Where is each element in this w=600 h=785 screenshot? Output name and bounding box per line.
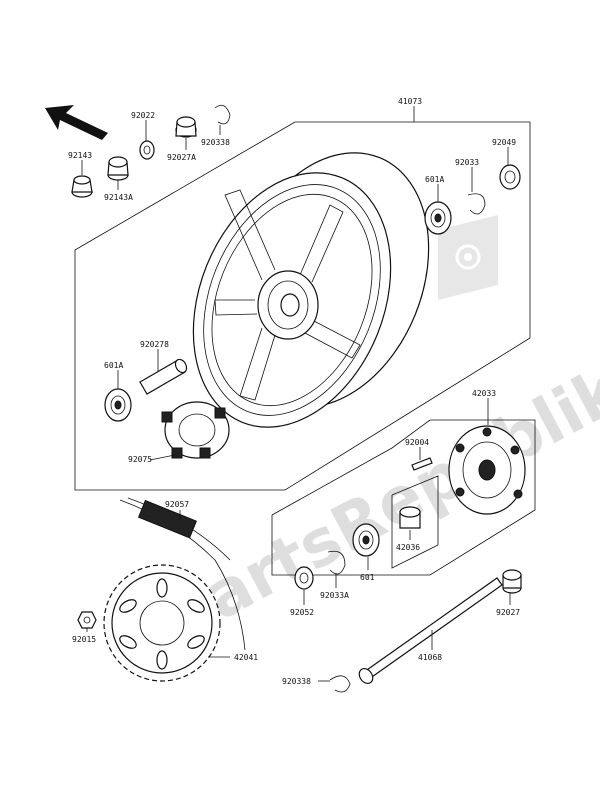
label-92022: 92022 bbox=[131, 111, 155, 120]
hub-assembly-frame bbox=[271, 419, 536, 576]
label-920338-bottom: 920338 bbox=[282, 677, 311, 686]
drive-chain-92057 bbox=[119, 497, 246, 651]
label-41073: 41073 bbox=[398, 97, 422, 106]
label-92143A: 92143A bbox=[104, 193, 133, 202]
circlip-920338-bottom bbox=[329, 675, 351, 693]
part-labels: 41073 92022 92143 92143A 92027A 920338 9… bbox=[68, 97, 520, 686]
label-92033A: 92033A bbox=[320, 591, 349, 600]
damper-92075 bbox=[161, 401, 230, 459]
label-92049: 92049 bbox=[492, 138, 516, 147]
collar-92143A bbox=[107, 156, 129, 181]
bearing-601A-left bbox=[104, 388, 132, 422]
seal-92049 bbox=[499, 164, 521, 190]
bearing-601 bbox=[352, 523, 380, 557]
label-92015: 92015 bbox=[72, 635, 96, 644]
label-92075: 92075 bbox=[128, 455, 152, 464]
circlip-920338-top bbox=[214, 104, 231, 125]
axle-41068 bbox=[358, 577, 503, 685]
watermark-gear-icon bbox=[438, 215, 498, 300]
label-920338-top: 920338 bbox=[201, 138, 230, 147]
sprocket-hub-42033 bbox=[448, 425, 526, 515]
label-92052: 92052 bbox=[290, 608, 314, 617]
label-42041: 42041 bbox=[234, 653, 258, 662]
rear-sprocket-42041 bbox=[103, 564, 221, 682]
label-601A-left: 601A bbox=[104, 361, 123, 370]
collar-42036 bbox=[399, 506, 421, 529]
label-920278: 920278 bbox=[140, 340, 169, 349]
collar-92027 bbox=[502, 569, 522, 594]
stud-92004 bbox=[411, 457, 433, 471]
bearing-601A-top bbox=[424, 201, 452, 235]
spacer-920278 bbox=[139, 358, 188, 395]
label-601A-top: 601A bbox=[425, 175, 444, 184]
hub-bolt-frame bbox=[391, 475, 439, 569]
label-42033: 42033 bbox=[472, 389, 496, 398]
label-92027: 92027 bbox=[496, 608, 520, 617]
label-42036: 42036 bbox=[396, 543, 420, 552]
collar-92052 bbox=[294, 566, 314, 590]
label-41068: 41068 bbox=[418, 653, 442, 662]
circlip-92033A bbox=[327, 550, 346, 575]
label-92004: 92004 bbox=[405, 438, 429, 447]
circlip-92033 bbox=[467, 193, 486, 215]
label-92033: 92033 bbox=[455, 158, 479, 167]
washer-92022 bbox=[139, 140, 155, 160]
rear-wheel-rim bbox=[192, 152, 430, 428]
label-601: 601 bbox=[360, 573, 375, 582]
label-92027A: 92027A bbox=[167, 153, 196, 162]
collar-92027A bbox=[175, 116, 197, 138]
collar-92143 bbox=[71, 175, 93, 198]
nut-92015 bbox=[77, 611, 97, 629]
leader-lines bbox=[81, 106, 511, 682]
wheel-assembly-frame bbox=[74, 121, 531, 491]
front-direction-arrow-icon bbox=[45, 105, 108, 140]
label-92143: 92143 bbox=[68, 151, 92, 160]
label-92057: 92057 bbox=[165, 500, 189, 509]
